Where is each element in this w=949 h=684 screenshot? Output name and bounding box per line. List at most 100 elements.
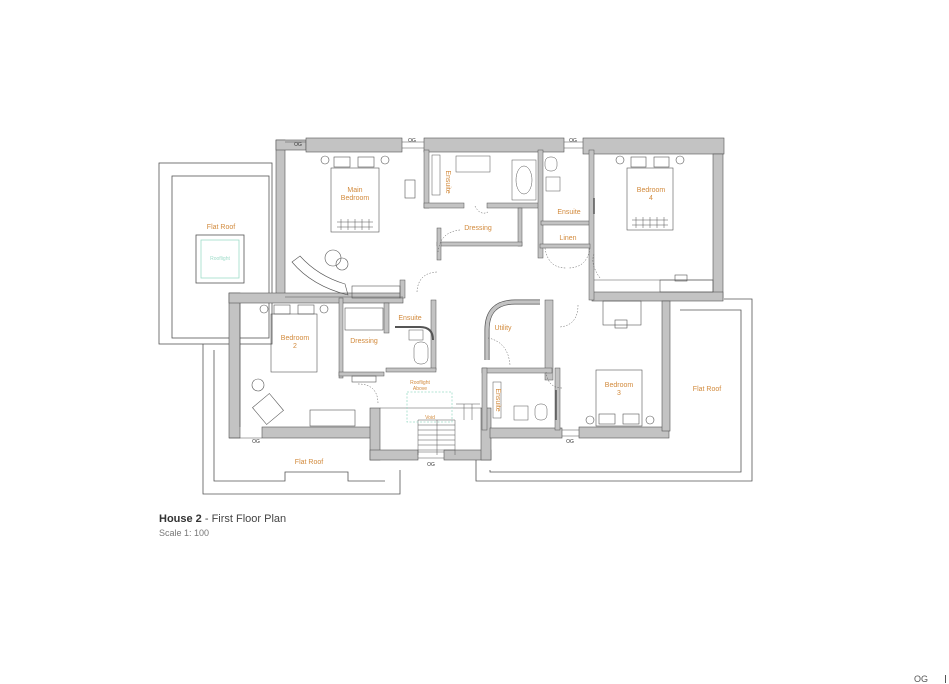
wall-ensuite-south-b <box>486 202 540 209</box>
wall-stair-south-a <box>369 449 419 461</box>
footer-divider <box>945 675 946 683</box>
door-swing-dressing <box>437 229 461 253</box>
label-ensuite-4: Ensuite <box>557 209 580 216</box>
wall-west-bed2 <box>228 292 241 439</box>
flat-roof-bottom-outline <box>202 344 401 495</box>
footer-logo-mark: OG <box>914 674 929 684</box>
flat-roof-right-inner <box>489 309 742 473</box>
bedside-lamp-main-a <box>320 155 330 165</box>
door-swing-linen-a <box>544 247 567 269</box>
wall-west-main <box>275 139 286 298</box>
pillow-main-a <box>333 156 351 168</box>
double-basin-main <box>455 155 491 173</box>
bed-3 <box>595 369 643 427</box>
bedside-lamp-3-b <box>645 415 655 425</box>
bed-4 <box>626 167 674 231</box>
og-mark-5: OG <box>427 462 435 468</box>
wall-ensuite3-north <box>481 367 553 374</box>
label-flat-roof-bottom: Flat Roof <box>295 459 323 466</box>
pillow-4-a <box>630 156 647 168</box>
bath-basin-main <box>515 165 533 195</box>
pillow-main-b <box>357 156 375 168</box>
og-mark-3: OG <box>569 138 577 144</box>
shower-ensuite2 <box>413 341 429 365</box>
rooflight-glass <box>200 239 240 279</box>
og-mark-4: OG <box>252 439 260 445</box>
door-swing-ensuite <box>474 205 489 214</box>
house-name: House 2 <box>159 513 202 525</box>
wall-dressing2-west <box>338 297 344 379</box>
og-mark-6: OG <box>566 439 574 445</box>
toilet-ensuite4 <box>544 156 558 172</box>
wall-ensuite4-west <box>537 149 544 259</box>
chair-main-bed <box>404 179 416 199</box>
stool-bed4 <box>674 274 688 282</box>
rooflight-above-void <box>406 391 453 423</box>
plan-caption: House 2 - First Floor Plan Scale 1: 100 <box>159 509 286 538</box>
wall-ensuite-west <box>423 149 430 209</box>
og-mark-1: OG <box>294 142 302 148</box>
wall-ensuite4-south <box>540 220 592 226</box>
desk-bed3 <box>602 300 642 326</box>
wall-dressing-west <box>436 227 442 261</box>
vanity-main-ensuite <box>431 154 441 196</box>
wall-bed4-west <box>588 149 595 301</box>
bedside-lamp-main-b <box>380 155 390 165</box>
desk-bed2 <box>309 409 356 427</box>
bedside-lamp-3-a <box>585 415 595 425</box>
chaise-longue <box>291 255 349 296</box>
wall-dressing2-east <box>383 302 390 334</box>
bath-main <box>511 159 537 201</box>
door-swing-bed2 <box>357 383 379 405</box>
flat-roof-left-outline <box>158 162 273 345</box>
pillow-3-b <box>622 413 640 425</box>
plan-scale: Scale 1: 100 <box>159 528 210 538</box>
basin-ensuite2 <box>408 329 424 341</box>
door-swing-main-bed <box>416 271 438 293</box>
wall-ensuite2-curve <box>395 326 434 341</box>
flat-roof-right-outline <box>475 298 753 482</box>
wall-dressing-south <box>436 241 523 247</box>
door-swing-utility <box>487 337 511 366</box>
stairs <box>417 403 480 455</box>
og-mark-2: OG <box>408 138 416 144</box>
chair-bed3 <box>614 319 628 329</box>
flat-roof-bottom-inner <box>213 350 385 482</box>
wall-north-ensuite <box>423 137 565 153</box>
pillow-4-b <box>653 156 670 168</box>
label-rooflight: Rooflight <box>210 256 230 262</box>
label-ensuite-main: Ensuite <box>444 170 451 193</box>
wardrobe-dressing2 <box>344 307 384 331</box>
label-ensuite-3: Ensuite <box>494 388 501 411</box>
bed-end-grid-main <box>337 219 373 230</box>
desk-bed4 <box>659 279 714 293</box>
door-swing-bed3 <box>559 304 579 328</box>
window-marks <box>229 141 595 459</box>
pillow-2-b <box>297 304 315 315</box>
wall-south-ensuite3 <box>489 427 563 439</box>
bedside-lamp-4-b <box>675 155 685 165</box>
bench-dressing2 <box>351 375 377 383</box>
bed-end-grid-4 <box>632 217 668 228</box>
pillow-3-a <box>598 413 616 425</box>
rooflight-frame <box>195 234 245 284</box>
bed-main <box>330 167 380 233</box>
label-flat-roof-left: Flat Roof <box>207 224 235 231</box>
side-table-b <box>335 257 349 271</box>
wall-dressing-east <box>517 207 523 247</box>
wall-south-bed4 <box>591 291 724 302</box>
wall-north-main-bed <box>305 137 403 153</box>
bed-2 <box>270 313 318 373</box>
basin-ensuite4 <box>545 176 561 192</box>
label-linen: Linen <box>559 235 576 242</box>
caption-separator: - <box>201 513 212 525</box>
label-dressing-2: Dressing <box>350 338 378 345</box>
label-utility: Utility <box>494 325 512 332</box>
bedside-lamp-2-b <box>319 304 329 314</box>
wall-east-bed3 <box>661 300 671 432</box>
wall-linen-south <box>539 243 591 249</box>
